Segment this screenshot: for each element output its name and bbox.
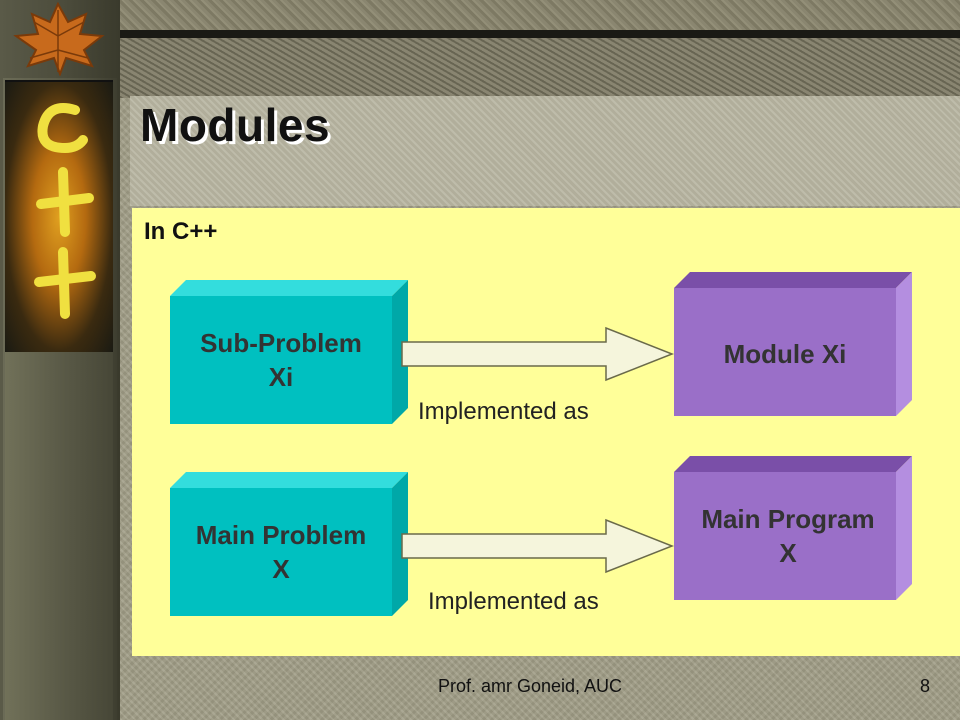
source-label-2-line1: Main Problem xyxy=(195,520,367,550)
target-label-2: Main Program X xyxy=(674,502,902,570)
arrow-2 xyxy=(401,518,675,574)
target-box-2 xyxy=(674,456,912,600)
target-box-1 xyxy=(674,272,912,416)
page-title: Modules xyxy=(140,99,331,151)
target-label-2-line1: Main Program xyxy=(701,504,875,534)
source-label-2-line2: X xyxy=(272,554,290,584)
cpp-logo-glyph xyxy=(34,103,96,319)
slide-number: 8 xyxy=(920,676,931,696)
source-label-2: Main Problem X xyxy=(170,518,392,586)
left-strip-lower xyxy=(5,352,113,720)
target-label-1-line1: Module Xi xyxy=(723,339,847,369)
target-label-2-line2: X xyxy=(779,538,797,568)
relation-label-2: Implemented as xyxy=(428,588,599,615)
title-texture-strip xyxy=(120,38,960,98)
top-texture-band xyxy=(120,0,960,30)
source-box-1 xyxy=(170,280,408,424)
arrow-1 xyxy=(401,326,675,382)
source-label-1-line1: Sub-Problem xyxy=(200,328,362,358)
leaf-icon xyxy=(13,1,105,76)
top-dark-bar xyxy=(120,30,960,38)
source-label-1: Sub-Problem Xi xyxy=(170,326,392,394)
source-box-2 xyxy=(170,472,408,616)
title-area xyxy=(130,96,960,206)
relation-label-1: Implemented as xyxy=(418,398,589,425)
target-label-1: Module Xi xyxy=(674,337,896,371)
section-label: In C++ xyxy=(144,218,218,245)
footer-author: Prof. amr Goneid, AUC xyxy=(437,676,623,696)
source-label-1-line2: Xi xyxy=(268,362,294,392)
